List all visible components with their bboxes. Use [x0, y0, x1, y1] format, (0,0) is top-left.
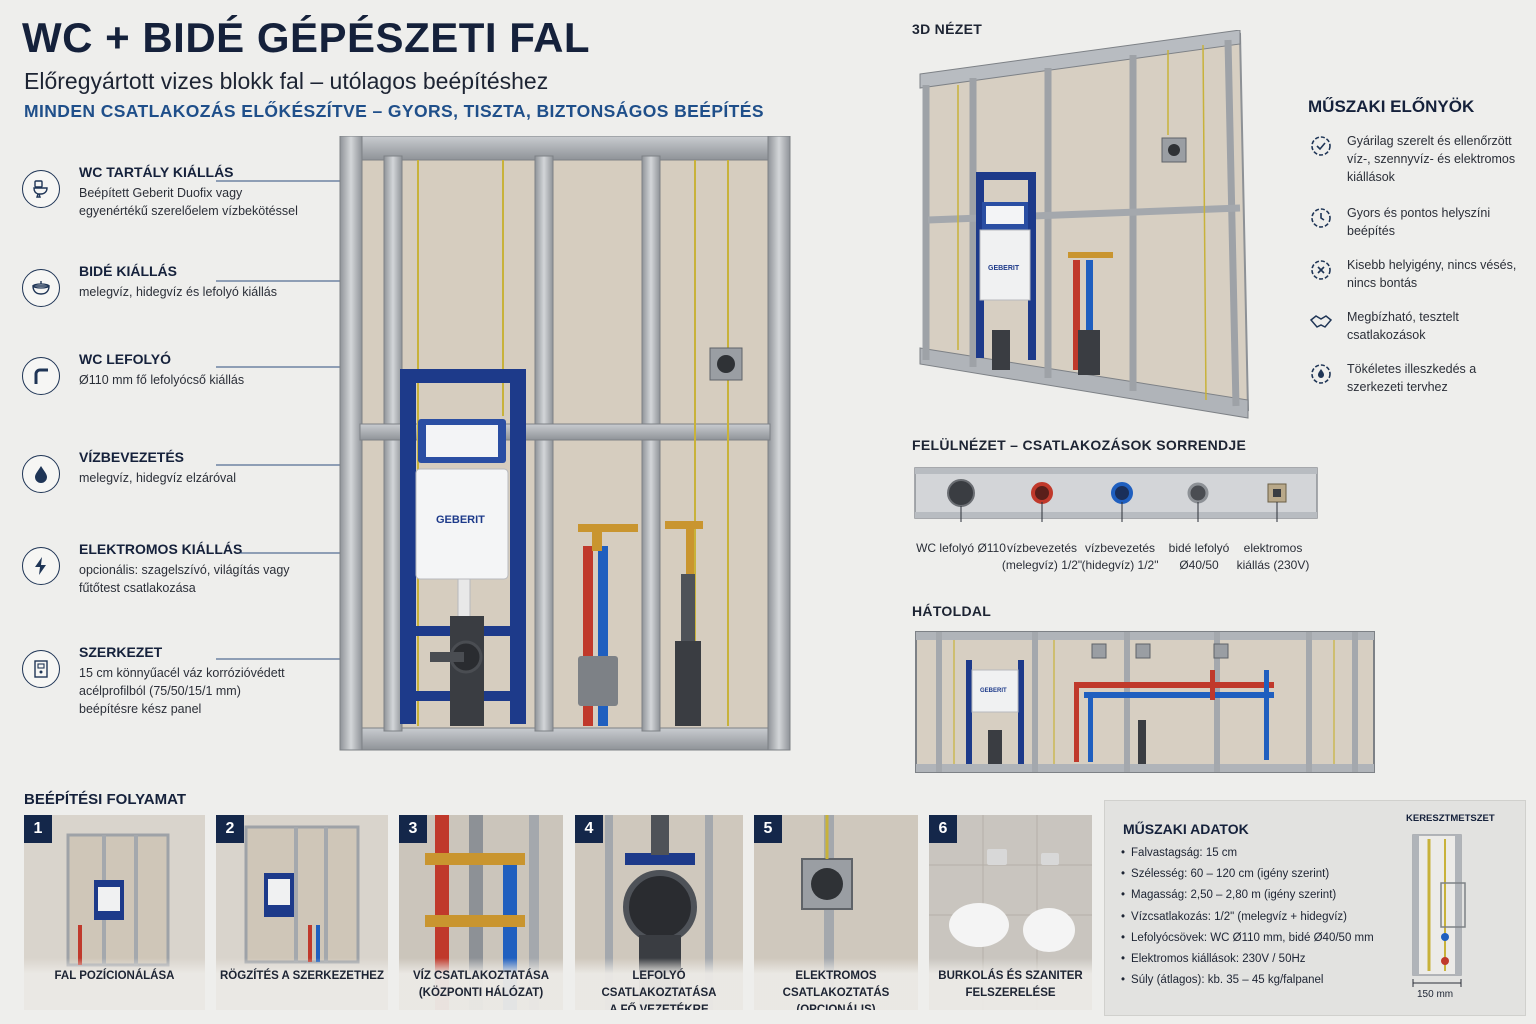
topview-label: elektromos kiállás (230V): [1236, 541, 1310, 572]
feature-title: ELEKTROMOS KIÁLLÁS: [79, 541, 243, 557]
step-caption: BURKOLÁS ÉS SZANITER FELSZERELÉSE: [929, 958, 1092, 1010]
view3d-brand-label: GEBERIT: [988, 265, 1020, 272]
process-heading: BEÉPÍTÉSI FOLYAMAT: [24, 791, 186, 808]
feature-text: melegvíz, hidegvíz és lefolyó kiállás: [79, 285, 278, 299]
step-caption: FAL POZÍCIONÁLÁSA: [24, 958, 205, 1010]
gear-x-icon: [1311, 260, 1331, 280]
process-step-1: 1 FAL POZÍCIONÁLÁSA: [24, 815, 205, 1010]
main-brand-label: GEBERIT: [436, 514, 485, 526]
feature-text: Ø110 mm fő lefolyócső kiállás: [79, 373, 245, 387]
advantage-text: Gyors és pontos helyszíni beépítés: [1347, 206, 1491, 238]
step-caption: RÖGZÍTÉS A SZERKEZETHEZ: [216, 958, 388, 1010]
step-number: 1: [24, 815, 52, 843]
step-number: 2: [216, 815, 244, 843]
process-step-2: 2 RÖGZÍTÉS A SZERKEZETHEZ: [216, 815, 388, 1010]
bidet-icon: [22, 269, 60, 307]
topview-label: vízbevezetés (melegvíz) 1/2": [1001, 541, 1083, 572]
water-drop-icon: [22, 455, 60, 493]
step-caption: ELEKTROMOS CSATLAKOZTATÁS (OPCIONÁLIS): [754, 958, 918, 1010]
tech-data-list: Falvastagság: 15 cm Szélesség: 60 – 120 …: [1121, 843, 1391, 991]
feature-text: opcionális: szagelszívó, világítás vagy …: [79, 563, 290, 595]
tech-data-panel: MŰSZAKI ADATOK Falvastagság: 15 cm Széle…: [1104, 800, 1526, 1016]
lightning-icon: [22, 547, 60, 585]
advantage-text: Kisebb helyigény, nincs vésés, nincs bon…: [1347, 258, 1517, 290]
topview-illustration: [914, 467, 1318, 522]
page-title: WC + BIDÉ GÉPÉSZETI FAL: [22, 14, 591, 61]
tech-data-heading: MŰSZAKI ADATOK: [1123, 821, 1249, 837]
tech-data-item: Falvastagság: 15 cm: [1121, 843, 1391, 864]
feature-title: VÍZBEVEZETÉS: [79, 449, 185, 465]
topview-label: WC lefolyó Ø110: [916, 541, 1006, 555]
topview-label: bidé lefolyó Ø40/50: [1168, 541, 1230, 572]
tech-data-item: Lefolyócsövek: WC Ø110 mm, bidé Ø40/50 m…: [1121, 928, 1391, 949]
feature-title: BIDÉ KIÁLLÁS: [79, 263, 177, 279]
step-number: 5: [754, 815, 782, 843]
advantages-heading: MŰSZAKI ELŐNYÖK: [1308, 97, 1475, 116]
advantage-text: Gyárilag szerelt és ellenőrzött víz-, sz…: [1347, 134, 1516, 184]
clock-gear-icon: [1311, 208, 1331, 228]
handshake-icon: [1309, 315, 1333, 328]
topview-heading: FELÜLNÉZET – CSATLAKOZÁSOK SORRENDJE: [912, 437, 1247, 453]
tech-data-item: Elektromos kiállások: 230V / 50Hz: [1121, 949, 1391, 970]
step-number: 6: [929, 815, 957, 843]
page-subtitle: Előregyártott vizes blokk fal – utólagos…: [24, 68, 549, 94]
cross-section-heading: KERESZTMETSZET: [1406, 813, 1495, 824]
backview-heading: HÁTOLDAL: [912, 603, 992, 619]
feature-title: WC LEFOLYÓ: [79, 351, 172, 367]
view3d-heading: 3D NÉZET: [912, 21, 983, 37]
main-frame-illustration: GEBERIT: [339, 136, 791, 751]
panel-icon: [22, 650, 60, 688]
tech-data-item: Vízcsatlakozás: 1/2" (melegvíz + hidegví…: [1121, 907, 1391, 928]
process-step-4: 4 LEFOLYÓ CSATLAKOZTATÁSA A FŐ VEZETÉKRE: [575, 815, 743, 1010]
feature-title: WC TARTÁLY KIÁLLÁS: [79, 164, 234, 180]
topview-label: vízbevezetés (hidegvíz) 1/2": [1081, 541, 1159, 572]
process-step-3: 3 VÍZ CSATLAKOZTATÁSA (KÖZPONTI HÁLÓZAT): [399, 815, 563, 1010]
backview-brand-label: GEBERIT: [980, 688, 1007, 694]
cross-section-dimension: 150 mm: [1417, 989, 1454, 1000]
feature-title: SZERKEZET: [79, 644, 163, 660]
step-caption: LEFOLYÓ CSATLAKOZTATÁSA A FŐ VEZETÉKRE: [575, 958, 743, 1010]
cross-section-illustration: [1412, 834, 1466, 987]
pipe-icon: [22, 357, 60, 395]
page-tagline: MINDEN CSATLAKOZÁS ELŐKÉSZÍTVE – GYORS, …: [24, 101, 764, 121]
tech-data-item: Szélesség: 60 – 120 cm (igény szerint): [1121, 864, 1391, 885]
feature-text: melegvíz, hidegvíz elzáróval: [79, 471, 237, 485]
tech-data-item: Magasság: 2,50 – 2,80 m (igény szerint): [1121, 885, 1391, 906]
view3d-illustration: GEBERIT: [919, 30, 1250, 419]
step-number: 4: [575, 815, 603, 843]
feature-text: 15 cm könnyűacél váz korrózióvédett acél…: [79, 666, 285, 716]
advantage-text: Tökéletes illeszkedés a szerkezeti tervh…: [1347, 362, 1477, 394]
tech-data-item: Súly (átlagos): kb. 35 – 45 kg/falpanel: [1121, 970, 1391, 991]
backview-illustration: GEBERIT: [915, 631, 1375, 773]
process-step-5: 5 ELEKTROMOS CSATLAKOZTATÁS (OPCIONÁLIS): [754, 815, 918, 1010]
advantage-text: Megbízható, tesztelt csatlakozások: [1347, 310, 1459, 342]
gear-drop-icon: [1311, 364, 1331, 384]
gear-check-icon: [1311, 136, 1331, 156]
process-step-6: 6 BURKOLÁS ÉS SZANITER FELSZERELÉSE: [929, 815, 1092, 1010]
step-number: 3: [399, 815, 427, 843]
feature-text: Beépített Geberit Duofix vagy egyenérték…: [79, 186, 298, 218]
toilet-icon: [22, 170, 60, 208]
step-caption: VÍZ CSATLAKOZTATÁSA (KÖZPONTI HÁLÓZAT): [399, 958, 563, 1010]
